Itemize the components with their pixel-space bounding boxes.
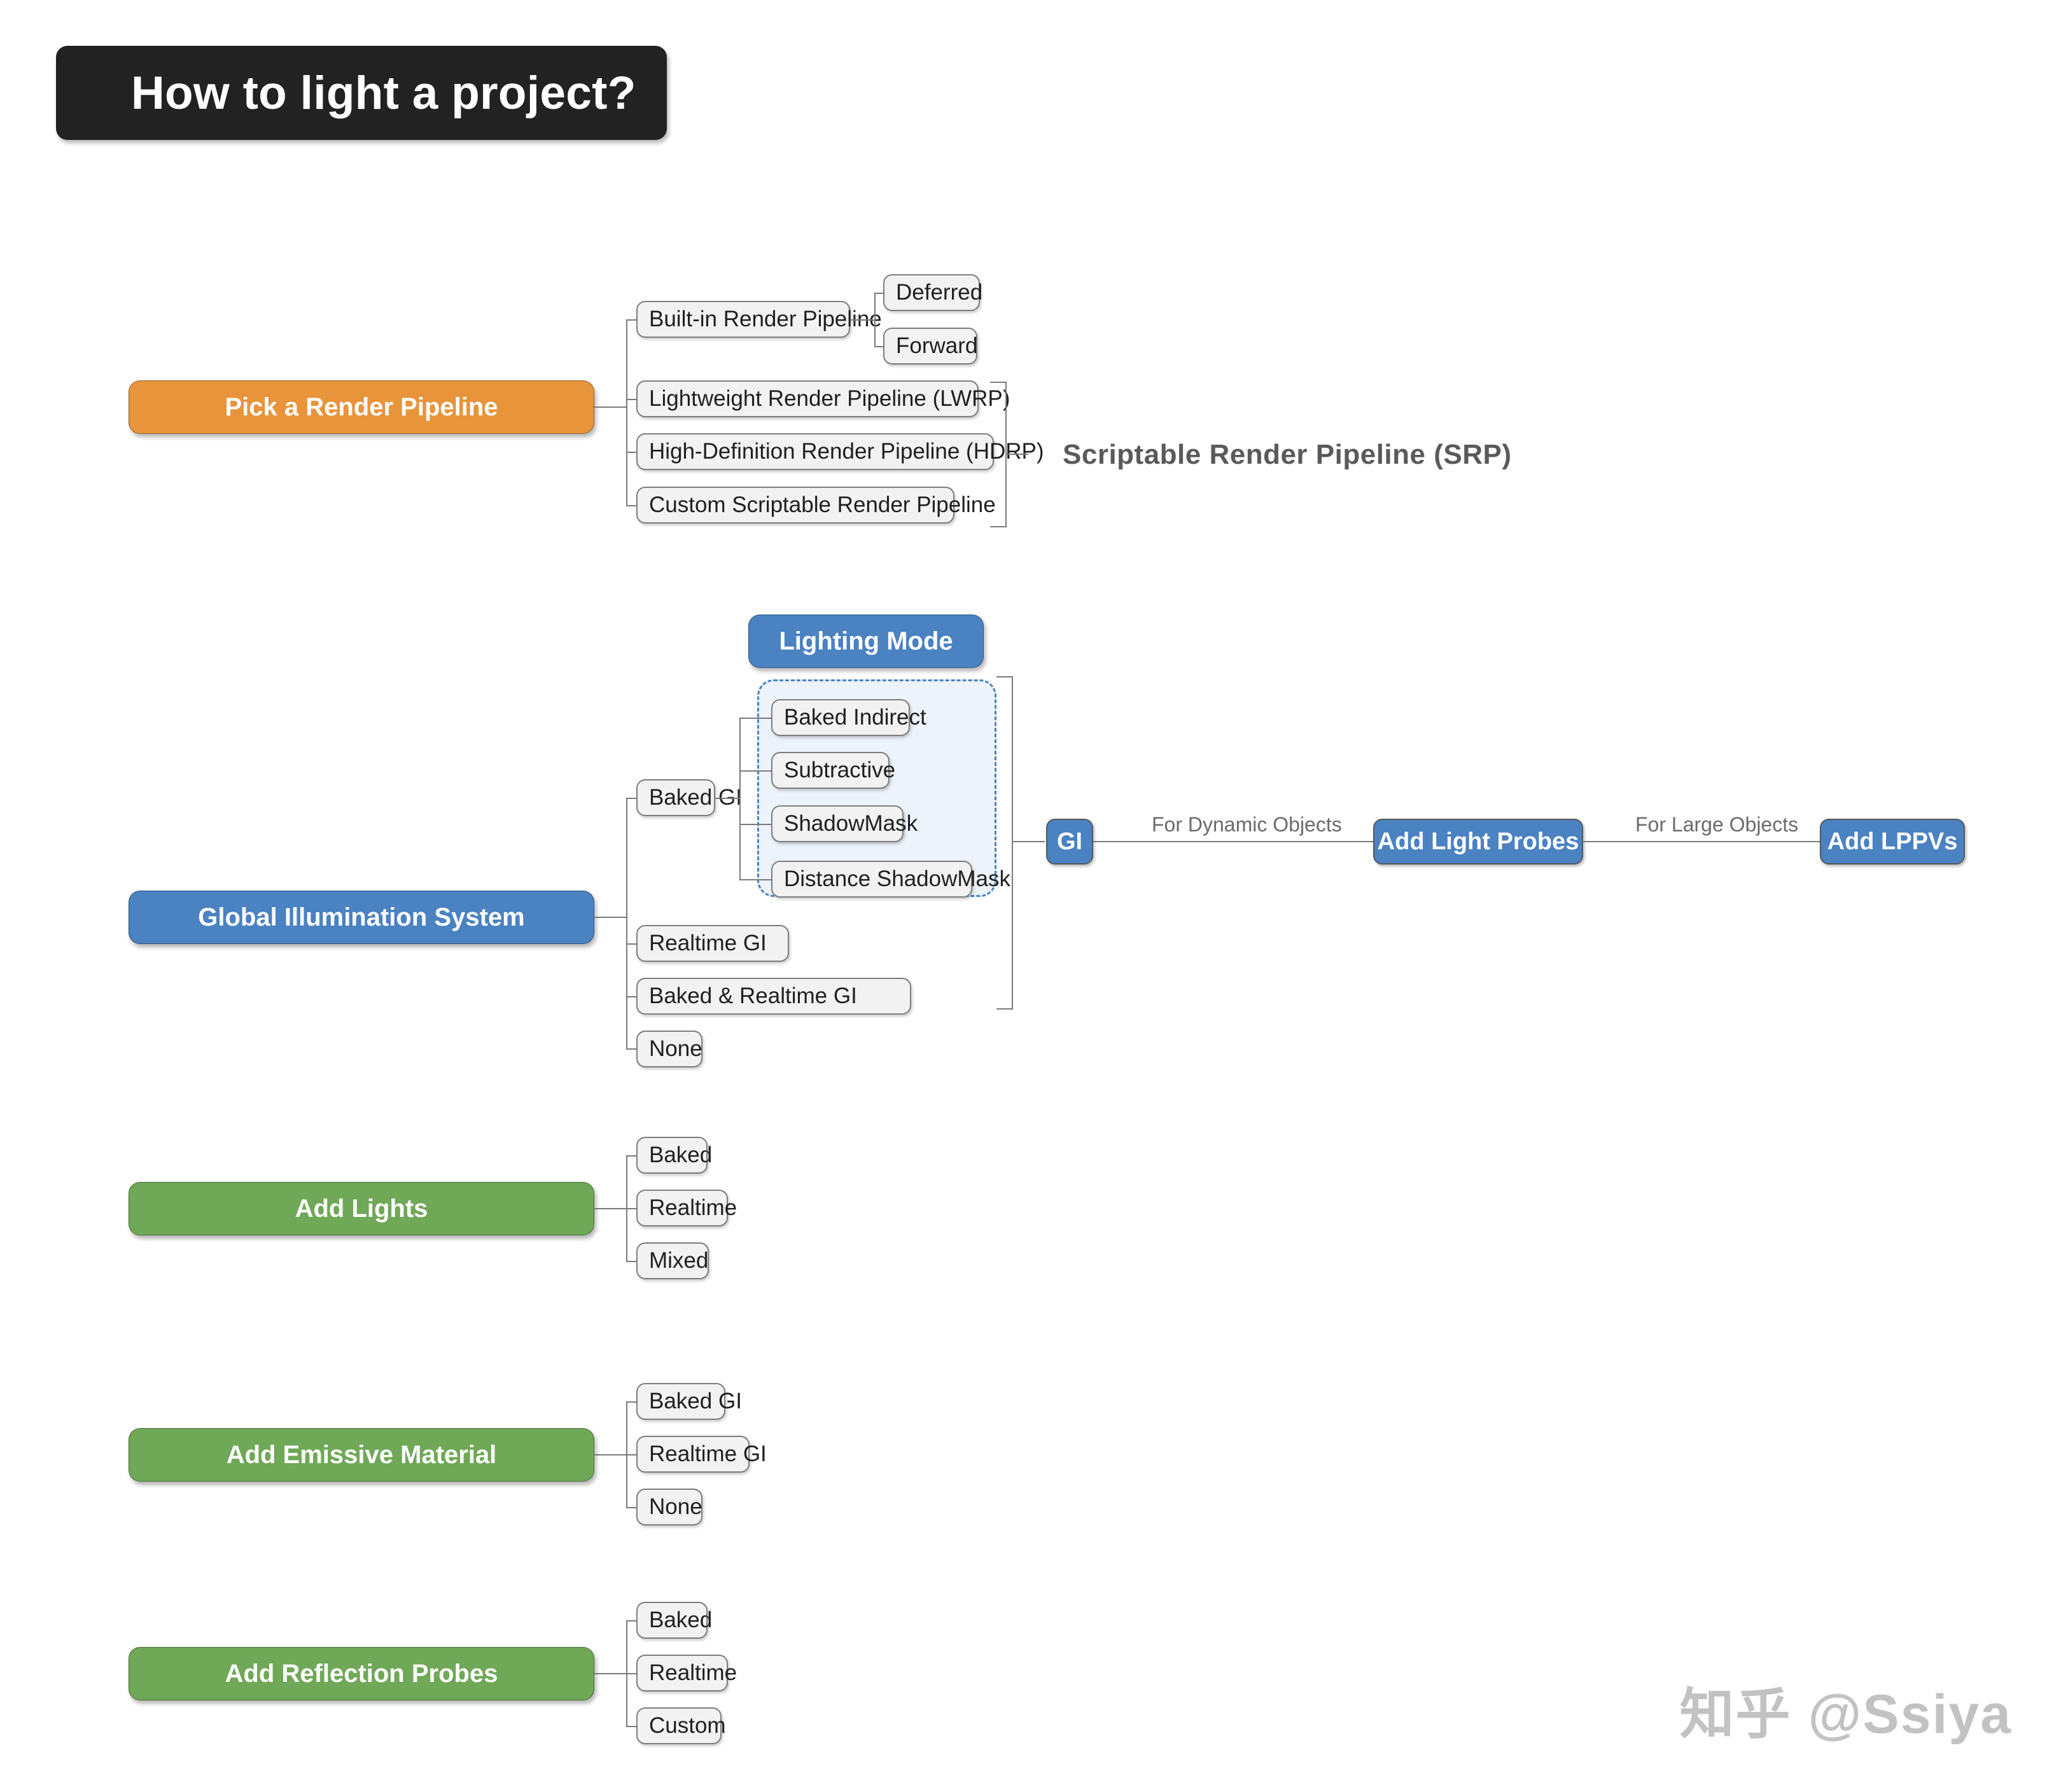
node-lights-realtime[interactable]: Realtime — [636, 1190, 737, 1226]
root-label: Pick a Render Pipeline — [225, 393, 498, 421]
node-subtractive[interactable]: Subtractive — [771, 752, 895, 789]
watermark: 知乎 @Ssiya — [1679, 1684, 2012, 1745]
node-label: Forward — [896, 333, 978, 358]
connector — [739, 770, 774, 772]
connector — [990, 526, 1007, 527]
connector — [593, 1454, 626, 1455]
node-label: Realtime GI — [649, 931, 767, 955]
node-label: None — [649, 1494, 702, 1519]
node-label: Baked GI — [649, 1389, 742, 1413]
connector — [626, 798, 627, 1048]
node-reflection-baked[interactable]: Baked — [636, 1602, 712, 1639]
node-emissive-baked-gi[interactable]: Baked GI — [636, 1383, 742, 1420]
pill-label: Add LPPVs — [1827, 828, 1958, 855]
gi-bracket — [1012, 676, 1013, 1008]
node-distance-shadowmask[interactable]: Distance ShadowMask — [771, 861, 1010, 898]
root-global-illumination-system[interactable]: Global Illumination System — [129, 891, 594, 944]
node-shadowmask[interactable]: ShadowMask — [771, 805, 918, 842]
connector — [739, 718, 741, 879]
node-baked-indirect[interactable]: Baked Indirect — [771, 699, 926, 736]
node-hdrp[interactable]: High-Definition Render Pipeline (HDRP) — [636, 433, 1044, 470]
node-label: Baked — [649, 1608, 713, 1632]
connector — [739, 824, 774, 825]
connector — [1012, 841, 1045, 842]
node-lwrp[interactable]: Lightweight Render Pipeline (LWRP) — [636, 380, 1010, 417]
root-label: Global Illumination System — [198, 903, 525, 931]
connector — [739, 718, 774, 719]
node-label: Baked GI — [649, 785, 742, 810]
node-label: Distance ShadowMask — [784, 866, 1010, 891]
node-label: Baked — [649, 1143, 713, 1167]
node-reflection-realtime[interactable]: Realtime — [636, 1655, 737, 1691]
node-reflection-custom[interactable]: Custom — [636, 1707, 726, 1744]
node-label: Custom — [649, 1713, 726, 1738]
node-baked-gi[interactable]: Baked GI — [636, 779, 742, 816]
node-deferred[interactable]: Deferred — [883, 274, 983, 311]
node-built-in-render-pipeline[interactable]: Built-in Render Pipeline — [636, 301, 882, 338]
connector — [990, 382, 1007, 383]
root-add-lights[interactable]: Add Lights — [129, 1182, 594, 1235]
node-label: Realtime — [649, 1660, 737, 1685]
node-custom-srp[interactable]: Custom Scriptable Render Pipeline — [636, 487, 996, 524]
node-emissive-none[interactable]: None — [636, 1489, 702, 1525]
node-label: Baked & Realtime GI — [649, 983, 857, 1008]
pill-add-light-probes[interactable]: Add Light Probes — [1373, 819, 1583, 865]
node-label: None — [649, 1036, 702, 1061]
root-add-emissive-material[interactable]: Add Emissive Material — [129, 1428, 594, 1482]
node-label: Realtime — [649, 1195, 737, 1220]
root-pick-a-render-pipeline[interactable]: Pick a Render Pipeline — [129, 380, 594, 434]
connector-probes-to-lppv — [1583, 841, 1820, 842]
root-label: Add Reflection Probes — [225, 1660, 498, 1688]
node-emissive-realtime-gi[interactable]: Realtime GI — [636, 1436, 767, 1473]
node-lights-baked[interactable]: Baked — [636, 1137, 712, 1174]
callout-lighting-mode[interactable]: Lighting Mode — [748, 615, 984, 668]
connector — [593, 406, 626, 408]
node-label: Custom Scriptable Render Pipeline — [649, 492, 996, 517]
node-gi-none[interactable]: None — [636, 1031, 702, 1067]
root-label: Add Lights — [295, 1195, 428, 1223]
connector — [593, 917, 626, 918]
connector — [996, 1008, 1013, 1010]
page-title-label: How to light a project? — [131, 67, 636, 119]
pill-label: Add Light Probes — [1377, 828, 1579, 855]
node-lights-mixed[interactable]: Mixed — [636, 1242, 709, 1279]
node-label: High-Definition Render Pipeline (HDRP) — [649, 439, 1044, 464]
node-label: Subtractive — [784, 758, 896, 782]
node-realtime-gi[interactable]: Realtime GI — [636, 925, 789, 962]
node-label: Realtime GI — [649, 1441, 767, 1466]
callout-label: Lighting Mode — [779, 627, 953, 655]
node-label: Baked Indirect — [784, 705, 926, 730]
connector-gi-to-probes — [1093, 841, 1373, 842]
root-label: Add Emissive Material — [226, 1441, 497, 1469]
edge-label-large-objects: For Large Objects — [1635, 813, 1799, 836]
connector — [850, 319, 874, 321]
pill-gi[interactable]: GI — [1046, 819, 1093, 865]
connector — [626, 319, 627, 505]
pill-label: GI — [1056, 828, 1083, 855]
pill-add-lppvs[interactable]: Add LPPVs — [1820, 819, 1965, 865]
node-baked-and-realtime-gi[interactable]: Baked & Realtime GI — [636, 978, 911, 1015]
connector — [593, 1208, 626, 1209]
srp-group-label: Scriptable Render Pipeline (SRP) — [1063, 439, 1512, 470]
node-label: Built-in Render Pipeline — [649, 307, 882, 331]
connector — [739, 879, 774, 880]
node-label: Mixed — [649, 1248, 709, 1273]
connector — [996, 676, 1013, 677]
connector — [874, 293, 876, 346]
root-add-reflection-probes[interactable]: Add Reflection Probes — [129, 1647, 594, 1700]
page-title: How to light a project? — [56, 46, 667, 140]
node-forward[interactable]: Forward — [883, 328, 977, 365]
node-label: Lightweight Render Pipeline (LWRP) — [649, 386, 1010, 411]
node-label: Deferred — [896, 280, 983, 305]
connector — [715, 798, 739, 799]
connector — [593, 1673, 626, 1674]
node-label: ShadowMask — [784, 811, 918, 836]
connector — [1005, 454, 1028, 455]
edge-label-dynamic-objects: For Dynamic Objects — [1152, 813, 1342, 836]
